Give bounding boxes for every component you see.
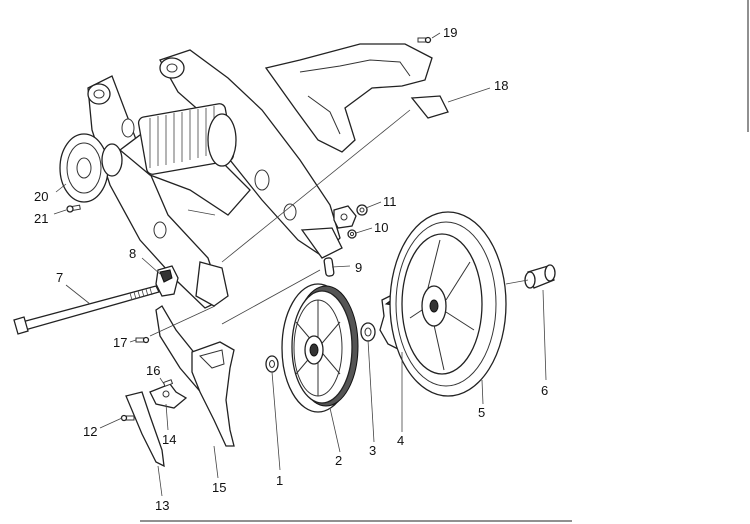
frame-hole-1: [121, 118, 135, 138]
rear-dropout: [195, 261, 229, 307]
assembly-line-left: [149, 305, 216, 337]
axle-part-7: [13, 285, 160, 335]
callout-5: 5: [478, 405, 485, 420]
swingarm-assembly: [87, 49, 343, 309]
pivot-boss-upper-bore: [166, 63, 178, 73]
pivot-boss-left-bore: [93, 89, 105, 99]
callout-4: 4: [397, 433, 404, 448]
callout-17: 17: [113, 335, 127, 350]
tensioner-arm-part-15: [191, 341, 235, 447]
callout-11: 11: [383, 194, 397, 209]
axle-thread: [129, 287, 153, 301]
callout-14: 14: [162, 432, 176, 447]
assembly-line-wheel: [505, 279, 529, 285]
callout-21: 21: [34, 211, 48, 226]
nut-part-10: [347, 229, 357, 239]
screw-part-21: [66, 204, 81, 213]
callout-7: 7: [56, 270, 63, 285]
screw-part-19: [417, 36, 432, 44]
callout-15: 15: [212, 480, 226, 495]
spacer-part-3: [360, 322, 376, 342]
callout-12: 12: [83, 424, 97, 439]
callout-16: 16: [146, 363, 160, 378]
belt-cover-part-18: [264, 43, 449, 153]
motor-end-cap: [207, 113, 237, 167]
callout-10: 10: [374, 220, 388, 235]
callout-13: 13: [155, 498, 169, 513]
sprocket-part-2: [281, 283, 359, 413]
callout-19: 19: [443, 25, 457, 40]
callout-18: 18: [494, 78, 508, 93]
spacer-part-1: [265, 355, 279, 373]
callout-2: 2: [335, 453, 342, 468]
block-part-11: [333, 205, 357, 229]
motor-fins: [149, 106, 215, 168]
assembly-line-lower: [221, 269, 321, 325]
wheel-part-5: [389, 211, 507, 397]
pin-part-9: [323, 257, 335, 277]
block-part-8: [155, 265, 179, 297]
nut-part-11: [356, 204, 368, 216]
screw-part-17: [135, 336, 150, 344]
cover-tab: [410, 95, 449, 119]
rear-dropout-upper: [300, 227, 343, 259]
bushing-part-6: [524, 264, 556, 289]
frame-hole-3: [283, 203, 297, 221]
callout-6: 6: [541, 383, 548, 398]
assembly-line-guide: [187, 209, 216, 216]
callout-labels: 1 2 3 4 5 6 7 8 9 10 11 12 13 14 15 16 1…: [34, 25, 548, 513]
callout-3: 3: [369, 443, 376, 458]
screw-part-16: [162, 379, 174, 387]
brake-disc-part-20: [59, 133, 123, 203]
callout-8: 8: [129, 246, 136, 261]
frame-hole-2: [254, 169, 270, 191]
frame-hole-4: [153, 221, 167, 239]
callout-20: 20: [34, 189, 48, 204]
screw-part-12: [120, 414, 135, 422]
callout-1: 1: [276, 473, 283, 488]
callout-9: 9: [355, 260, 362, 275]
bracket-part-14: [149, 383, 188, 409]
leader-lines: [53, 32, 547, 497]
assembly-line-upper: [221, 109, 411, 263]
